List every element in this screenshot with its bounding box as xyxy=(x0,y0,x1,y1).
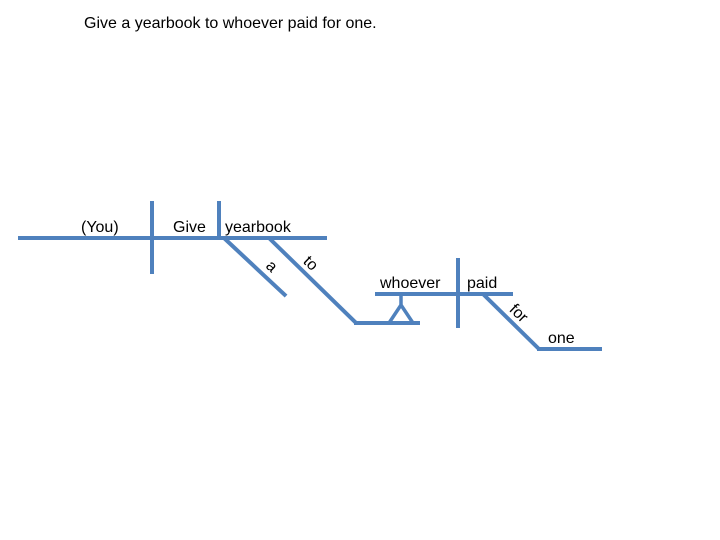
clause-verb-word: paid xyxy=(467,275,498,292)
clause-subject-word: whoever xyxy=(380,275,441,292)
main-base-line xyxy=(18,236,327,240)
verb-object-divider xyxy=(217,201,221,240)
sentence-text: Give a yearbook to whoever paid for one. xyxy=(84,15,377,32)
preposition-to-slant-line xyxy=(267,236,358,325)
clause-base-line xyxy=(375,292,513,296)
clause-pedestal-icon xyxy=(387,294,415,324)
preposition-for-slant-line xyxy=(481,292,541,351)
direct-object-word: yearbook xyxy=(225,219,291,236)
to-object-base-line xyxy=(354,321,420,325)
verb-word: Give xyxy=(173,219,206,236)
subject-word: (You) xyxy=(81,219,119,236)
subject-verb-divider xyxy=(150,201,154,274)
clause-subject-verb-divider xyxy=(456,258,460,328)
for-object-word: one xyxy=(548,330,575,347)
for-object-base-line xyxy=(537,347,602,351)
